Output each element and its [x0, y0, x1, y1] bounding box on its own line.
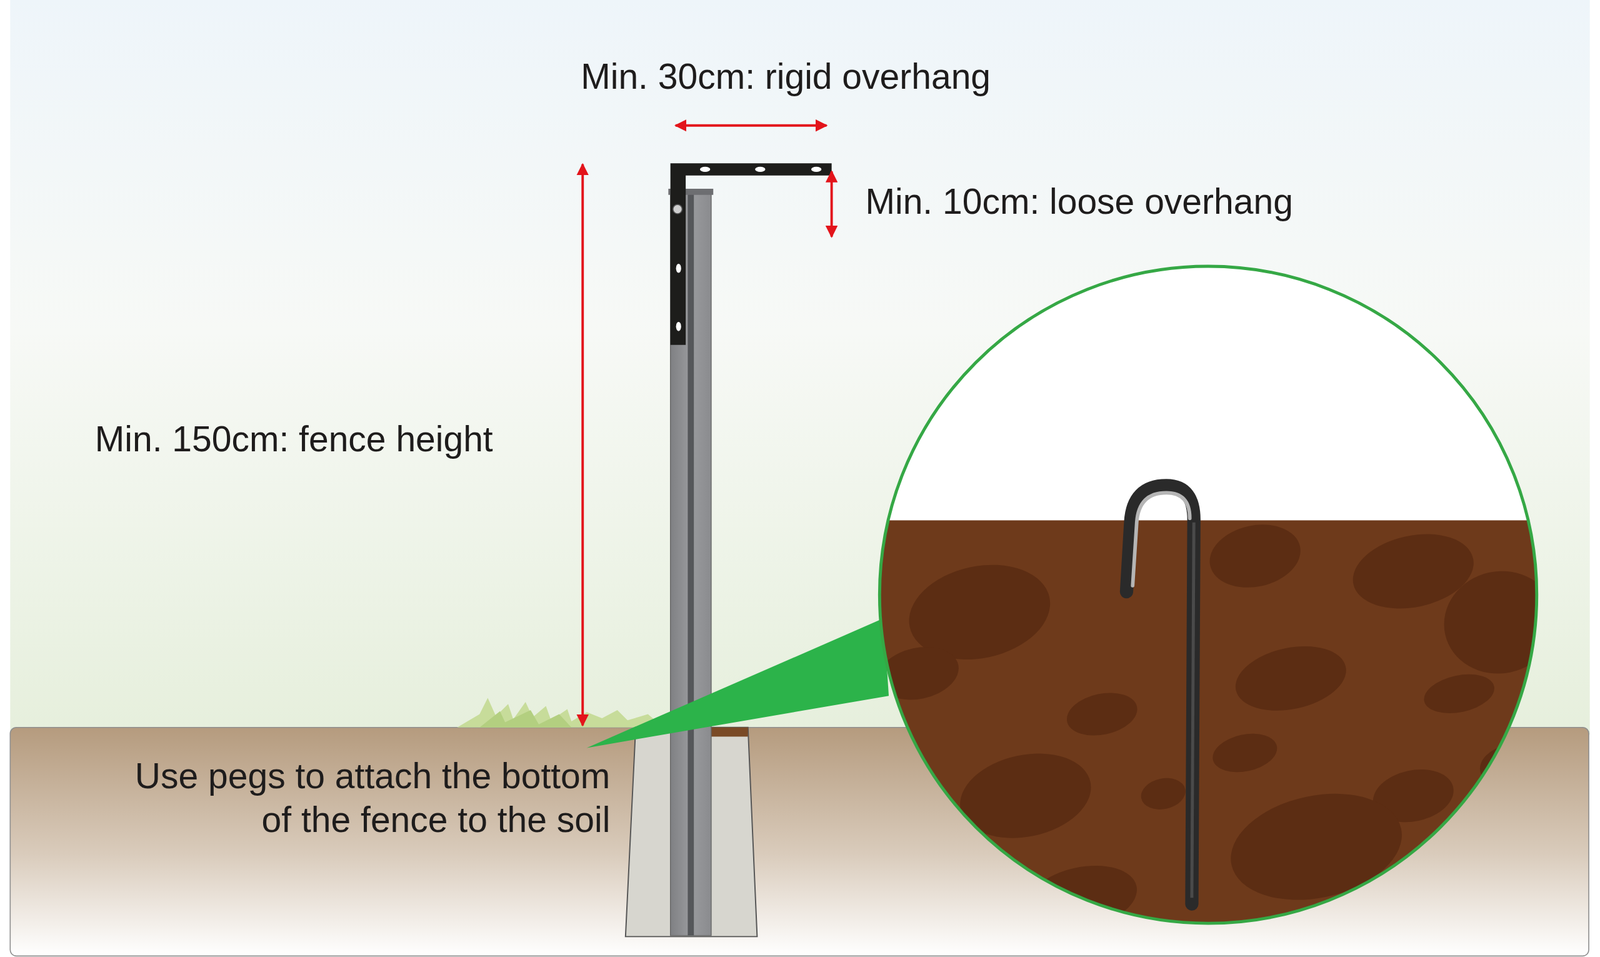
- peg-shade: [1191, 522, 1194, 899]
- soil-texture: [925, 820, 994, 874]
- overhang-bracket: [670, 163, 832, 345]
- callout-wedge: [586, 618, 889, 748]
- soil-texture: [1420, 668, 1499, 719]
- soil-texture: [1203, 516, 1307, 595]
- post-groove: [687, 191, 694, 936]
- soil-texture: [873, 640, 964, 707]
- soil-texture: [1476, 738, 1545, 792]
- soil-texture: [1434, 560, 1566, 684]
- ground-peg: [1126, 485, 1194, 904]
- soil-texture: [1138, 773, 1189, 814]
- dimension-label: Min. 10cm: loose overhang: [865, 179, 1293, 224]
- soil-texture: [1229, 636, 1352, 720]
- dimension-arrows: [582, 125, 832, 726]
- peg-highlight: [1132, 492, 1190, 586]
- dimension-label: Min. 150cm: fence height: [95, 416, 494, 461]
- soil-texture: [1209, 728, 1281, 778]
- peg-inset: [867, 266, 1566, 949]
- soil-texture: [1063, 686, 1142, 742]
- note-label: Use pegs to attach the bottom of the fen…: [130, 753, 610, 842]
- soil-texture: [951, 741, 1099, 850]
- soil-cap: [711, 727, 749, 737]
- grass: [456, 697, 664, 727]
- soil-texture: [1220, 778, 1412, 915]
- dimension-label: Min. 30cm: rigid overhang: [580, 54, 991, 99]
